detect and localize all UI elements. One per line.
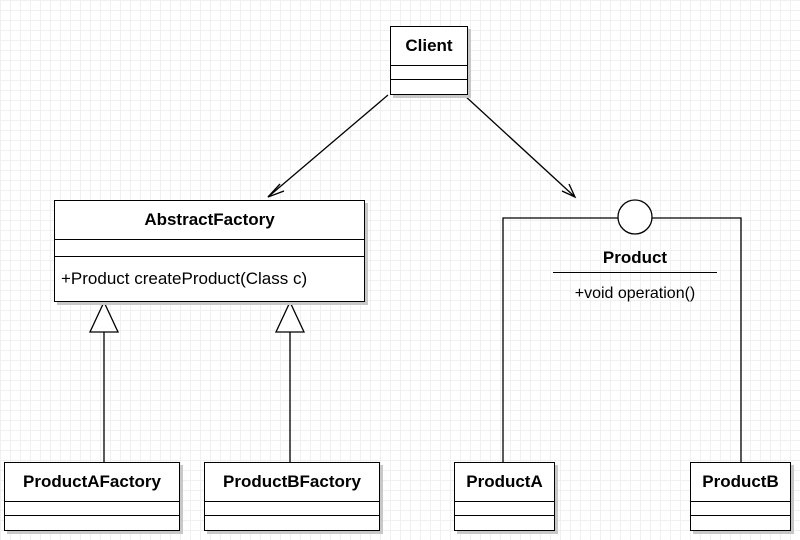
producta-attributes xyxy=(455,502,554,516)
productafactory-class-name: ProductAFactory xyxy=(5,463,179,502)
productbfactory-attributes xyxy=(205,502,379,516)
productb-attributes xyxy=(691,502,790,516)
producta-class[interactable]: ProductA xyxy=(454,462,555,531)
abstractfactory-class[interactable]: AbstractFactory +Product createProduct(C… xyxy=(54,200,365,302)
productb-operations xyxy=(691,516,790,530)
client-to-product-arrow xyxy=(463,94,577,199)
abstractfactory-class-name: AbstractFactory xyxy=(55,201,364,240)
client-operations xyxy=(391,80,467,94)
productbfactory-class-name: ProductBFactory xyxy=(205,463,379,502)
productbfactory-class[interactable]: ProductBFactory xyxy=(204,462,380,531)
abstractfactory-method: +Product createProduct(Class c) xyxy=(61,269,308,288)
client-class-name: Client xyxy=(391,27,467,66)
productafactory-inheritance xyxy=(88,300,120,462)
productafactory-operations xyxy=(5,516,179,530)
productafactory-class[interactable]: ProductAFactory xyxy=(4,462,180,531)
producta-class-name: ProductA xyxy=(455,463,554,502)
producta-operations xyxy=(455,516,554,530)
productbfactory-operations xyxy=(205,516,379,530)
productbfactory-inheritance xyxy=(274,300,306,462)
productb-class[interactable]: ProductB xyxy=(690,462,791,531)
abstractfactory-attributes xyxy=(55,240,364,257)
product-interface-lollipop xyxy=(617,199,653,235)
product-realization-lines xyxy=(502,217,742,462)
client-attributes xyxy=(391,66,467,80)
client-to-factory-arrow xyxy=(267,94,389,198)
product-interface-name: Product xyxy=(553,243,717,273)
productb-class-name: ProductB xyxy=(691,463,790,502)
product-interface-method: +void operation() xyxy=(574,285,696,302)
productafactory-attributes xyxy=(5,502,179,516)
client-class[interactable]: Client xyxy=(390,26,468,95)
